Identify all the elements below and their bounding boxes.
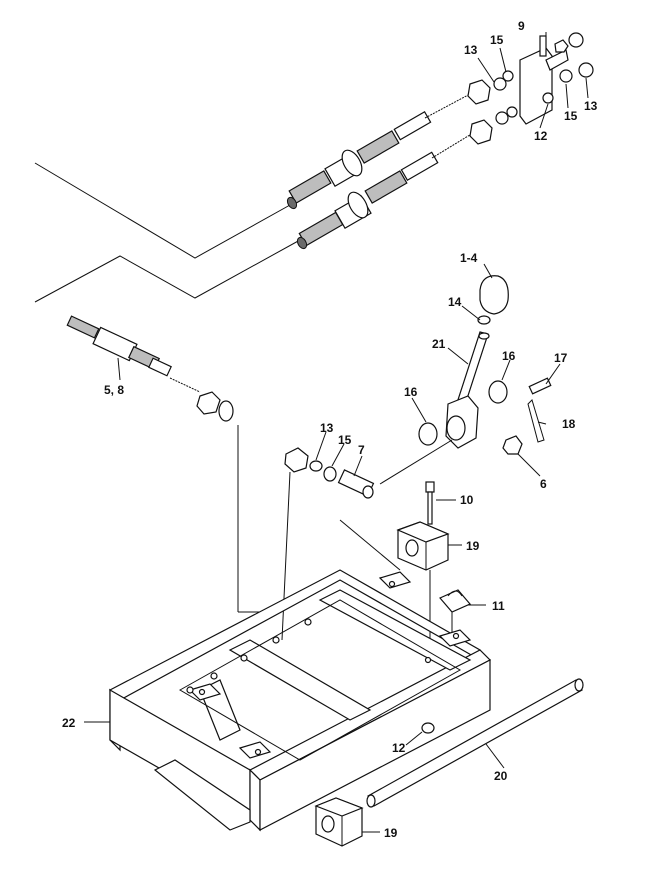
washer-lower-left xyxy=(218,400,234,422)
nut-13-lower xyxy=(284,447,309,473)
nut-14 xyxy=(477,315,491,325)
label-15-right: 15 xyxy=(564,109,578,123)
base-frame-22 xyxy=(108,519,492,832)
cable-lower-left xyxy=(66,315,268,613)
label-20: 20 xyxy=(494,769,508,783)
leader-lines xyxy=(84,32,589,833)
label-15-top: 15 xyxy=(490,33,504,47)
washer-a xyxy=(493,77,507,91)
upper-cables xyxy=(34,70,518,303)
nut-12-lower xyxy=(421,722,435,734)
label-10: 10 xyxy=(460,493,474,507)
clamp-19-upper xyxy=(396,521,450,660)
lever-21 xyxy=(455,331,489,409)
washer-15-lower xyxy=(323,466,337,482)
label-7: 7 xyxy=(358,443,365,457)
upper-bracket xyxy=(519,32,594,125)
nut-6 xyxy=(502,435,523,455)
label-19-lower: 19 xyxy=(384,826,398,840)
label-12-top: 12 xyxy=(534,129,548,143)
label-14: 14 xyxy=(448,295,462,309)
label-21: 21 xyxy=(432,337,446,351)
bolt-10 xyxy=(425,481,435,525)
label-13-lower: 13 xyxy=(320,421,334,435)
nut-top xyxy=(554,39,569,53)
washer-16-left xyxy=(418,422,438,446)
nut-12 xyxy=(542,92,554,104)
label-15-lower: 15 xyxy=(338,433,352,447)
washer-d xyxy=(506,106,518,118)
nut-right xyxy=(578,62,594,78)
label-16-left: 16 xyxy=(404,385,418,399)
washer-b xyxy=(502,70,514,82)
washer-c xyxy=(495,111,509,125)
rod-20 xyxy=(366,678,584,808)
nut-cable-a xyxy=(467,79,491,105)
cable-upper-a xyxy=(286,93,471,210)
shift-lever-assembly xyxy=(379,275,552,485)
cable-upper-b xyxy=(296,129,479,250)
label-17: 17 xyxy=(554,351,568,365)
bolt-9 xyxy=(539,35,547,57)
label-1-4: 1-4 xyxy=(460,251,478,265)
label-13-top-right: 13 xyxy=(584,99,598,113)
washer-right xyxy=(559,69,573,83)
knob xyxy=(479,275,509,315)
label-19-upper: 19 xyxy=(466,539,480,553)
nut-cable-b xyxy=(469,119,493,145)
label-13-top-left: 13 xyxy=(464,43,478,57)
label-6: 6 xyxy=(540,477,547,491)
washer-16-right xyxy=(488,380,508,404)
nut-lower-left xyxy=(196,391,221,415)
label-11: 11 xyxy=(492,599,505,613)
label-12-lower: 12 xyxy=(392,741,406,755)
label-9: 9 xyxy=(518,19,525,33)
clamp-19-lower xyxy=(314,797,364,847)
label-22: 22 xyxy=(62,716,76,730)
nut-top-right xyxy=(568,32,584,48)
label-16-right: 16 xyxy=(502,349,516,363)
label-18: 18 xyxy=(562,417,576,431)
rod-end-7 xyxy=(281,447,375,641)
label-5-8: 5, 8 xyxy=(104,383,124,397)
pin-18 xyxy=(527,399,545,443)
bolt-17 xyxy=(528,377,552,395)
